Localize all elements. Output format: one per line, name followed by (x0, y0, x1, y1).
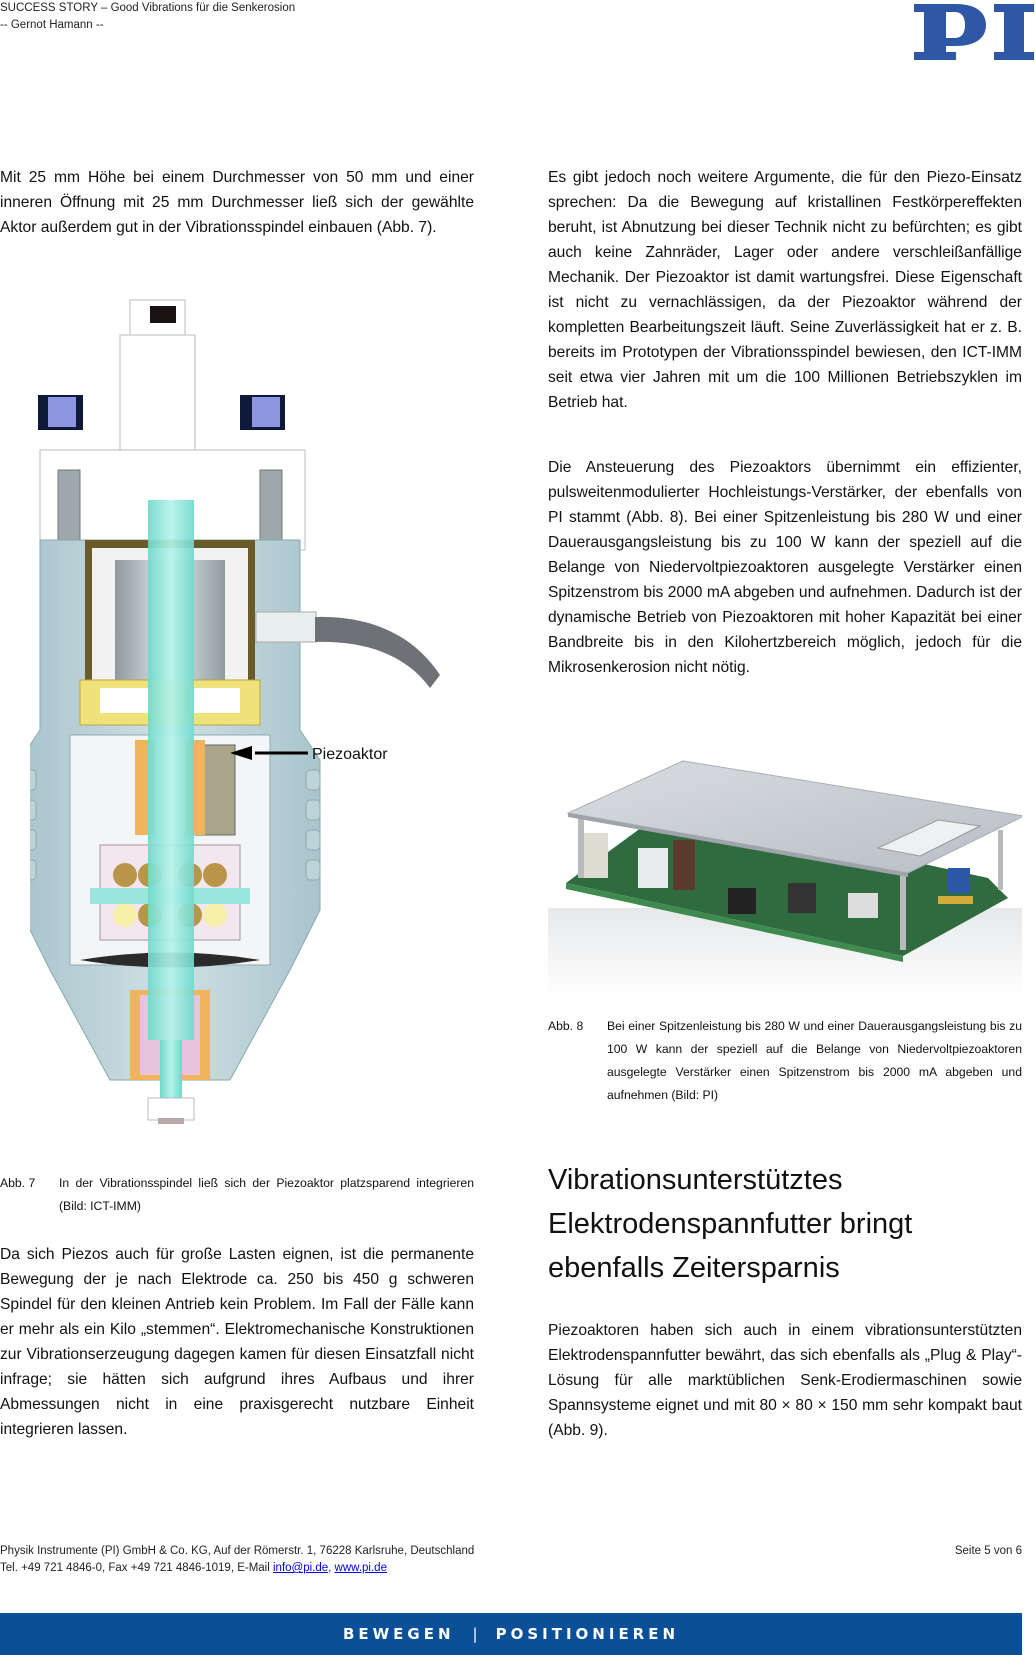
body-paragraph: Mit 25 mm Höhe bei einem Durchmesser von… (0, 169, 474, 236)
document-author: -- Gernot Hamann -- (0, 19, 104, 31)
footer-company: Physik Instrumente (PI) GmbH & Co. KG, A… (0, 1545, 475, 1557)
caption-text: Bei einer Spitzenleistung bis 280 W und … (607, 1019, 1022, 1102)
footer-contact: Tel. +49 721 4846-0, Fax +49 721 4846-10… (0, 1560, 387, 1576)
document-title: SUCCESS STORY – Good Vibrations für die … (0, 2, 296, 14)
caption-text: In der Vibrationsspindel ließ sich der P… (59, 1176, 474, 1213)
figure-amplifier-photo (548, 760, 1022, 998)
caption-label: Abb. 8 (548, 1019, 584, 1033)
figure-7-caption: Abb. 7 In der Vibrationsspindel ließ sic… (0, 1172, 474, 1218)
figure-label-piezoaktor: Piezoaktor (312, 746, 388, 763)
footer-slogan-band: BEWEGEN | POSITIONIEREN (0, 1613, 1022, 1655)
figure-8-caption: Abb. 8 Bei einer Spitzenleistung bis 280… (548, 1015, 1022, 1107)
body-paragraph: Es gibt jedoch noch weitere Argumente, d… (548, 169, 1022, 411)
figure-vibration-spindle-image: Piezoaktor (30, 299, 440, 1124)
footer-separator: , (328, 1562, 335, 1574)
website-link[interactable]: www.pi.de (334, 1562, 387, 1574)
email-link[interactable]: info@pi.de (273, 1562, 329, 1574)
body-paragraph: Piezoaktoren haben sich auch in einem vi… (548, 1322, 1022, 1439)
slogan-separator: | (472, 1625, 478, 1643)
body-paragraph: Da sich Piezos auch für große Lasten eig… (0, 1246, 474, 1438)
section-heading: Vibrationsunterstütztes Elektrodenspannf… (548, 1164, 913, 1284)
page-number: Seite 5 von 6 (954, 1545, 1022, 1557)
footer-contact-text: Tel. +49 721 4846-0, Fax +49 721 4846-10… (0, 1562, 273, 1574)
slogan-right: POSITIONIEREN (495, 1625, 680, 1643)
caption-label: Abb. 7 (0, 1176, 36, 1190)
body-paragraph: Die Ansteuerung des Piezoaktors übernimm… (548, 459, 1022, 676)
slogan-left: BEWEGEN (342, 1625, 455, 1643)
pi-logo (914, 4, 1034, 60)
